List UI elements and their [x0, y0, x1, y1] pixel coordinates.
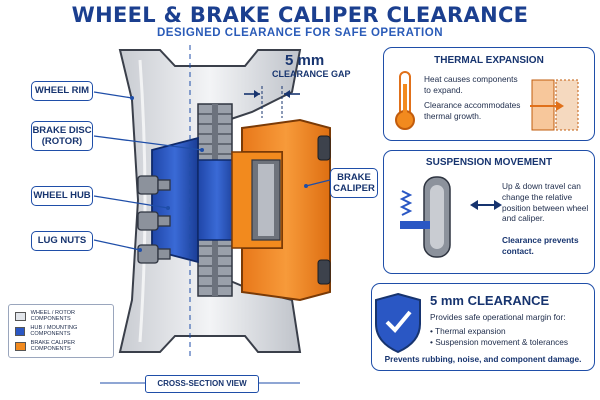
label-brake-caliper: BRAKE CALIPER: [330, 168, 378, 198]
suspension-movement-panel: SUSPENSION MOVEMENT Up & down travel can…: [383, 150, 595, 274]
page-subtitle: DESIGNED CLEARANCE FOR SAFE OPERATION: [157, 27, 443, 39]
expansion-arrow-icon: [530, 79, 579, 131]
thermal-text-2: Clearance accommodates thermal growth.: [424, 100, 521, 121]
suspension-icon: [399, 176, 502, 258]
clearance-footer: Prevents rubbing, noise, and component d…: [384, 354, 582, 364]
suspension-text-2: Clearance prevents contact.: [502, 235, 579, 256]
label-brake-disc: BRAKE DISC (ROTOR): [31, 121, 93, 151]
cross-section-label: CROSS-SECTION VIEW: [145, 375, 259, 393]
label-wheel-rim: WHEEL RIM: [31, 81, 93, 101]
label-wheel-hub: WHEEL HUB: [31, 186, 93, 206]
legend-item-wheel: WHEEL / ROTOR COMPONENTS: [15, 310, 113, 322]
suspension-title: SUSPENSION MOVEMENT: [425, 157, 553, 168]
clearance-bullet-1: • Thermal expansion: [430, 326, 506, 336]
clearance-gap-value: 5 mm: [285, 52, 325, 69]
legend-label-caliper: BRAKE CALIPER COMPONENTS: [30, 340, 76, 352]
label-lug-nuts: LUG NUTS: [31, 231, 93, 251]
clearance-bullet-2: • Suspension movement & tolerances: [430, 337, 569, 347]
wheel-hub-shape: [151, 136, 199, 264]
clearance-title: 5 mm CLEARANCE: [430, 293, 550, 308]
legend: WHEEL / ROTOR COMPONENTS HUB / MOUNTING …: [8, 304, 114, 358]
thermal-text-1: Heat causes components to expand.: [424, 74, 518, 95]
clearance-intro: Provides safe operational margin for:: [430, 312, 566, 322]
clearance-summary-panel: 5 mm CLEARANCE Provides safe operational…: [371, 283, 595, 371]
legend-label-wheel: WHEEL / ROTOR COMPONENTS: [30, 310, 76, 322]
thermal-expansion-panel: THERMAL EXPANSION Heat causes components…: [383, 47, 595, 141]
suspension-text-1: Up & down travel can change the relative…: [502, 181, 589, 224]
lug-nuts: [137, 175, 171, 264]
legend-label-hub: HUB / MOUNTING COMPONENTS: [30, 325, 78, 337]
legend-swatch-caliper: [15, 341, 26, 351]
thermal-title: THERMAL EXPANSION: [434, 55, 544, 66]
legend-swatch-hub: [15, 326, 26, 336]
clearance-gap-label: CLEARANCE GAP: [272, 69, 351, 79]
legend-swatch-wheel: [15, 311, 26, 321]
thermometer-icon: [395, 71, 415, 130]
legend-item-hub: HUB / MOUNTING COMPONENTS: [15, 325, 113, 337]
legend-item-caliper: BRAKE CALIPER COMPONENTS: [15, 340, 113, 352]
shield-check-icon: [375, 292, 421, 354]
page-title: WHEEL & BRAKE CALIPER CLEARANCE: [71, 3, 529, 27]
